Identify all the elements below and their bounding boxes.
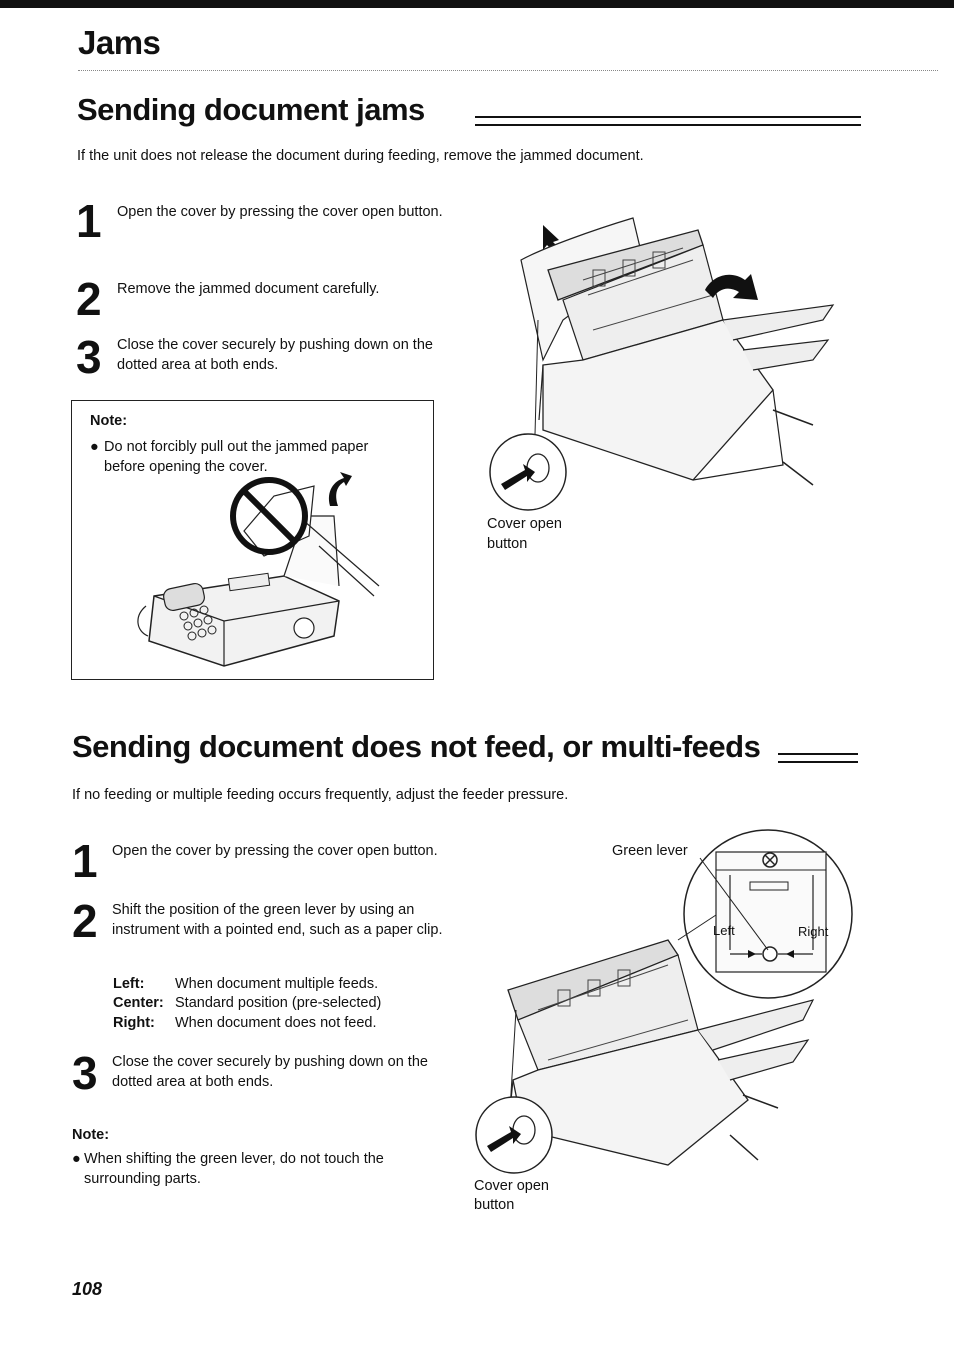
s2-position-right: Right: When document does not feed. <box>113 1013 433 1033</box>
s2-step2-number: 2 <box>72 895 98 947</box>
s1-note-bullet: ● Do not forcibly pull out the jammed pa… <box>90 437 410 477</box>
position-center-label: Center: <box>113 995 164 1011</box>
bullet-icon: ● <box>72 1151 81 1167</box>
page-number: 108 <box>72 1279 103 1299</box>
s1-step1-number: 1 <box>76 195 102 247</box>
header-rule <box>78 70 938 71</box>
section1-intro: If the unit does not release the documen… <box>77 148 644 164</box>
s1-caption-line2: button <box>487 536 528 552</box>
lever-right-label: Right <box>798 924 829 939</box>
s1-step2-number: 2 <box>76 273 102 325</box>
s1-step2-text: Remove the jammed document carefully. <box>117 281 380 297</box>
section2-title: Sending document does not feed, or multi… <box>72 729 761 764</box>
s2-note-bullet: ● When shifting the green lever, do not … <box>72 1149 432 1189</box>
position-left-desc: When document multiple feeds. <box>175 976 379 992</box>
s1-step3-number: 3 <box>76 331 102 383</box>
position-right-desc: When document does not feed. <box>175 1015 377 1031</box>
position-left-label: Left: <box>113 976 145 992</box>
s1-caption-line1: Cover open <box>487 516 562 532</box>
s2-position-left: Left: When document multiple feeds. <box>113 974 433 994</box>
s1-note-bullet-text: Do not forcibly pull out the jammed pape… <box>104 439 369 475</box>
top-border-bar <box>0 0 954 8</box>
s2-step1-number: 1 <box>72 835 98 887</box>
s1-note-title: Note: <box>90 413 128 429</box>
s1-step3-text: Close the cover securely by pushing down… <box>117 337 433 373</box>
bullet-icon: ● <box>90 439 99 455</box>
s1-note-box: Note: ● Do not forcibly pull out the jam… <box>71 400 434 680</box>
green-lever-label: Green lever <box>612 843 688 859</box>
s1-step1-text: Open the cover by pressing the cover ope… <box>117 204 443 220</box>
lever-left-label: Left <box>713 923 735 938</box>
s2-position-center: Center: Standard position (pre-selected) <box>113 993 433 1013</box>
section2-intro: If no feeding or multiple feeding occurs… <box>72 787 569 803</box>
green-lever-illustration <box>475 829 853 1174</box>
s2-step1-text: Open the cover by pressing the cover ope… <box>112 843 438 859</box>
s2-note-title: Note: <box>72 1127 110 1143</box>
section1-title: Sending document jams <box>77 92 425 127</box>
section2-title-rule <box>778 753 858 763</box>
s2-caption-line2: button <box>474 1197 515 1213</box>
section1-title-rule <box>475 116 861 126</box>
s2-step2-text: Shift the position of the green lever by… <box>112 902 443 938</box>
section-header: Jams <box>78 24 161 61</box>
cover-open-illustration-1 <box>489 217 835 511</box>
position-center-desc: Standard position (pre-selected) <box>175 995 382 1011</box>
s2-caption-line1: Cover open <box>474 1178 549 1194</box>
s2-note-bullet-text: When shifting the green lever, do not to… <box>84 1151 384 1187</box>
fax-no-pull-illustration <box>137 472 380 667</box>
position-right-label: Right: <box>113 1015 155 1031</box>
s2-step3-text: Close the cover securely by pushing down… <box>112 1054 428 1090</box>
s2-step3-number: 3 <box>72 1047 98 1099</box>
